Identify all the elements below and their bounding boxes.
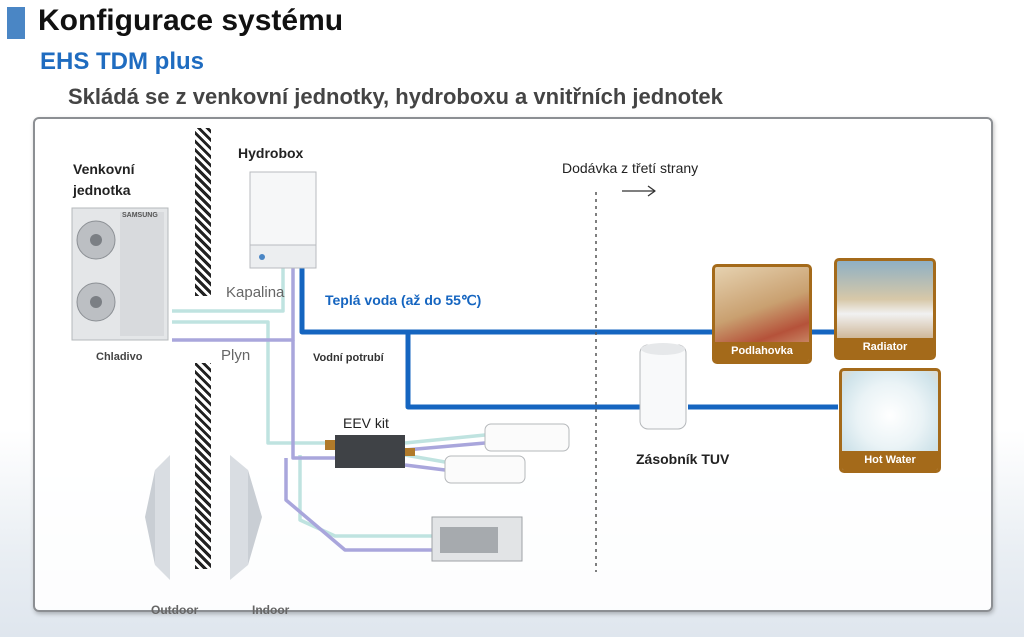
liquid-label: Kapalina [226,284,285,301]
water-pipes [299,268,838,410]
outdoor-unit-label-line1: Venkovní [73,161,135,177]
arrow-right-icon [622,185,656,197]
outdoor-arrow-icon [145,455,170,580]
hydrobox-label: Hydrobox [238,145,304,161]
eev-kit-label: EEV kit [343,415,389,431]
underfloor-caption: Podlahovka [715,342,809,361]
gas-pipes [172,268,486,552]
indoor-arrow-icon [230,455,262,580]
hot-water-caption: Hot Water [842,451,938,470]
duct-unit-image [431,516,523,562]
wall-upper [195,128,211,296]
brand-label: SAMSUNG [122,212,158,219]
hydrobox-image [249,171,317,269]
dhw-tank-label: Zásobník TUV [636,451,730,467]
hot-water-photo: Hot Water [839,368,941,473]
hot-water-pipe-label: Teplá voda (až do 55℃) [325,292,482,308]
liquid-pipes [172,268,486,538]
wall-lower [195,363,211,569]
page-title: Konfigurace systému [38,4,344,37]
water-pipe-label: Vodní potrubí [313,352,384,364]
outdoor-unit-label-line2: jednotka [73,182,131,198]
wall-unit-1-image [484,423,570,452]
outdoor-unit-image [71,207,169,341]
outdoor-label: Outdoor [151,603,199,617]
underfloor-photo: Podlahovka [712,264,812,364]
wall-unit-2-image [444,455,526,484]
page-description: Skládá se z venkovní jednotky, hydroboxu… [68,84,723,109]
refrigerant-label: Chladivo [96,351,143,363]
gas-label: Plyn [221,347,251,364]
title-accent-bar [7,7,25,39]
page-subtitle: EHS TDM plus [40,48,205,75]
radiator-photo: Radiator [834,258,936,360]
dhw-tank-image [639,343,687,430]
indoor-label: Indoor [252,603,290,617]
eev-kit-image [325,435,415,468]
third-party-label: Dodávka z třetí strany [562,160,699,176]
radiator-caption: Radiator [837,338,933,357]
